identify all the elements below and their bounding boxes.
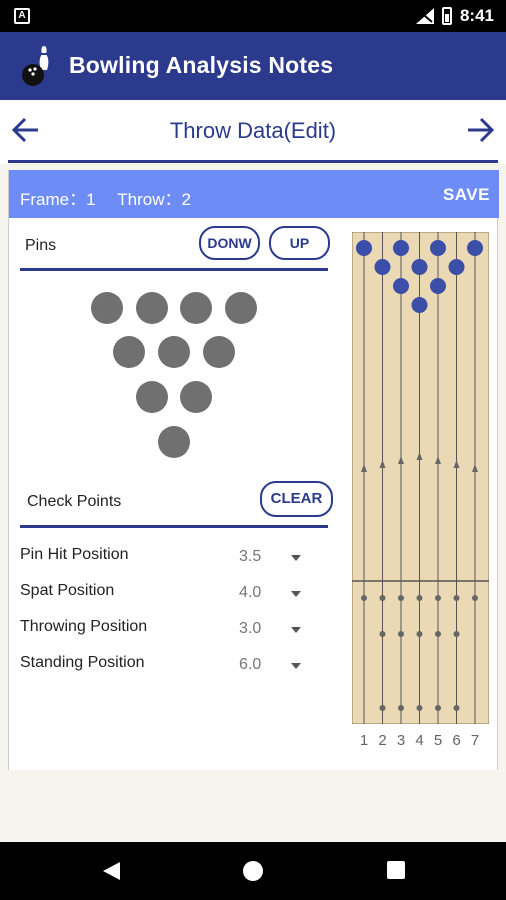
pin-7[interactable] [91,292,123,324]
pin-10[interactable] [225,292,257,324]
approach-dots [361,595,478,711]
board-number: 2 [378,732,387,749]
standing-position-label: Standing Position [20,654,145,671]
board-number: 1 [359,732,369,749]
spat-position-label: Spat Position [20,582,115,599]
back-triangle-icon[interactable] [100,860,122,882]
card-header: Frame：1 Throw：2 SAVE [9,170,499,218]
system-navigation-bar [0,842,506,900]
no-signal-icon [415,8,434,24]
dropdown-arrow-icon[interactable] [291,627,301,633]
lane-board-lines [363,232,476,724]
pin-1[interactable] [158,426,190,458]
check-points-divider [20,525,328,528]
page-title: Throw Data(Edit) [169,118,337,143]
standing-position-value: 6.0 [239,656,262,673]
spat-position-row[interactable]: Spat Position 4.0 [20,580,310,604]
frame-throw-label: Frame：1 Throw：2 [20,190,191,209]
pin-hit-position-value: 3.5 [239,548,262,565]
arrow-right-icon[interactable] [464,114,496,146]
throwing-position-row[interactable]: Throwing Position 3.0 [20,616,310,640]
pin-hit-position-row[interactable]: Pin Hit Position 3.5 [20,544,310,568]
pins-label: Pins [25,237,57,254]
recents-square-icon[interactable] [386,860,406,880]
battery-icon [441,7,452,25]
dropdown-arrow-icon[interactable] [291,591,301,597]
lane-arrows [361,452,478,472]
pin-2[interactable] [136,381,168,413]
dropdown-arrow-icon[interactable] [291,663,301,669]
throwing-position-label: Throwing Position [20,618,148,635]
pin-4[interactable] [113,336,145,368]
pin-5[interactable] [158,336,190,368]
throwing-position-value: 3.0 [239,620,262,637]
up-button[interactable]: UP [269,226,330,260]
status-time: 8:41 [459,6,494,25]
board-number: 3 [396,732,406,749]
board-number: 6 [452,732,461,749]
home-circle-icon[interactable] [242,860,264,882]
dropdown-arrow-icon[interactable] [291,555,301,561]
bowling-pin-ball-icon [22,46,49,86]
arrow-left-icon[interactable] [10,114,42,146]
nav-row: Throw Data(Edit) [0,100,506,164]
pin-9[interactable] [180,292,212,324]
pin-hit-position-label: Pin Hit Position [20,546,129,563]
check-points-label: Check Points [27,493,122,510]
standing-position-row[interactable]: Standing Position 6.0 [20,652,310,676]
app-title: Bowling Analysis Notes [69,52,334,78]
board-number: 4 [415,732,424,749]
lane-diagram[interactable] [352,232,489,724]
status-icons: 8:41 [415,6,494,26]
pin-6[interactable] [203,336,235,368]
board-number: 7 [470,732,480,749]
board-number: 5 [433,732,443,749]
status-bar: A 8:41 [0,0,506,32]
save-button[interactable]: SAVE [442,185,490,204]
throw-data-card: Frame：1 Throw：2 SAVE Pins DONW UP Check … [8,170,499,770]
nav-divider [8,160,498,163]
pins-divider [20,268,328,271]
pin-8[interactable] [136,292,168,324]
down-button[interactable]: DONW [199,226,260,260]
lane-pins [356,240,483,313]
notification-app-icon: A [14,8,30,24]
clear-button[interactable]: CLEAR [260,481,333,517]
spat-position-value: 4.0 [239,584,262,601]
app-bar: Bowling Analysis Notes [0,32,506,100]
pin-3[interactable] [180,381,212,413]
